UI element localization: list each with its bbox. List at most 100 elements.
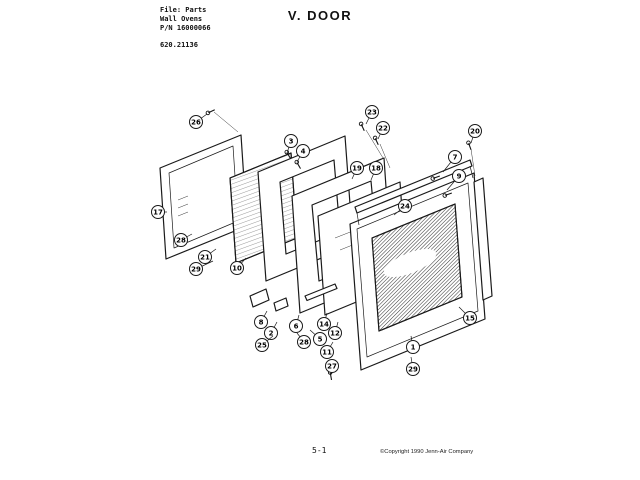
callout-circle	[350, 161, 364, 175]
screw-icon	[466, 140, 472, 151]
hinge-rod	[304, 283, 338, 302]
part-callout-18: 18	[369, 161, 383, 181]
handle-mount-left	[356, 212, 360, 226]
part-callout-29: 29	[189, 260, 214, 276]
callout-circle	[254, 315, 268, 329]
screw-icon	[205, 109, 215, 116]
door-handle	[354, 159, 474, 226]
callout-number: 2	[269, 330, 274, 338]
screw-icon	[284, 149, 291, 159]
callout-number: 4	[301, 148, 306, 156]
callout-number: 9	[457, 173, 462, 181]
part-callout-17: 17	[151, 205, 167, 219]
callout-circle	[317, 317, 331, 331]
callout-circle	[296, 144, 310, 158]
screw-icon	[294, 159, 301, 169]
front-door-inner-frame	[356, 182, 479, 358]
part-callout-5: 5	[309, 329, 327, 346]
part-callout-26: 26	[189, 113, 208, 129]
door-handle-bar	[354, 159, 473, 214]
file-info-line-3: P/N 16000066	[160, 24, 211, 33]
callout-number: 19	[352, 165, 362, 173]
file-info-line-2: Wall Ovens	[160, 15, 203, 24]
side-trim-strip	[473, 177, 493, 301]
callout-circle	[289, 319, 303, 333]
screw-icon	[372, 135, 379, 145]
panel-outer-back-vents	[177, 195, 189, 217]
part-callout-14: 14	[317, 312, 331, 331]
assembly-lines	[213, 111, 476, 177]
callout-number: 28	[176, 237, 186, 245]
callout-number: 28	[299, 339, 309, 347]
screw-icon	[430, 175, 441, 181]
callout-circle	[406, 362, 420, 376]
callout-circle	[189, 262, 203, 276]
page-number: 5-1	[312, 446, 327, 455]
callout-circle	[320, 345, 334, 359]
callout-number: 20	[470, 128, 480, 136]
callout-circle	[369, 161, 383, 175]
hinge-hardware	[249, 283, 338, 312]
part-callout-8: 8	[254, 310, 268, 329]
part-callout-27: 27	[325, 359, 339, 375]
callout-circle	[189, 115, 203, 129]
callout-number: 18	[371, 165, 381, 173]
callout-number: 10	[232, 265, 242, 273]
callout-number: 5	[318, 336, 323, 344]
part-callout-4: 4	[296, 144, 310, 163]
callout-circle	[376, 121, 390, 135]
part-callout-11: 11	[320, 341, 334, 359]
part-callout-3: 3	[284, 134, 298, 154]
hinge-bracket-a	[249, 288, 270, 308]
callout-circle	[468, 124, 482, 138]
copyright-notice: ©Copyright 1990 Jenn-Air Company	[380, 449, 474, 455]
callout-number: 27	[327, 363, 337, 371]
part-callout-28: 28	[296, 332, 311, 349]
part-callout-15: 15	[458, 306, 477, 325]
callout-number: 29	[191, 266, 201, 274]
callout-number: 11	[322, 349, 332, 357]
part-callout-19: 19	[350, 161, 364, 180]
part-callout-9: 9	[446, 169, 466, 191]
part-callout-2: 2	[264, 321, 278, 340]
side-trim-outline	[473, 177, 493, 301]
part-callout-12: 12	[328, 321, 342, 340]
callout-number: 29	[408, 366, 418, 374]
callout-circle	[313, 332, 327, 346]
callout-circle	[325, 359, 339, 373]
part-callout-25: 25	[255, 335, 274, 352]
callout-circle	[448, 150, 462, 164]
part-callout-24: 24	[393, 199, 412, 216]
file-info-line-1: File: Parts	[160, 6, 207, 14]
callout-number: 25	[257, 342, 267, 350]
file-info-block: File: Parts Wall Ovens P/N 16000066	[160, 6, 211, 33]
part-callout-21: 21	[198, 248, 217, 264]
callout-circle	[198, 250, 212, 264]
callout-circle	[463, 311, 477, 325]
callout-circle	[284, 134, 298, 148]
screw-icon	[358, 121, 365, 131]
callout-circle	[452, 169, 466, 183]
part-callout-22: 22	[376, 121, 390, 140]
callout-number: 21	[200, 254, 210, 262]
callout-circle	[230, 261, 244, 275]
window-highlight	[383, 249, 437, 277]
part-callout-7: 7	[442, 150, 462, 173]
callout-number: 26	[191, 119, 201, 127]
callout-number: 24	[400, 203, 410, 211]
handle-mount-right	[469, 165, 474, 179]
callout-number: 12	[330, 330, 340, 338]
callout-number: 14	[319, 321, 329, 329]
callout-number: 3	[289, 138, 294, 146]
panel-front-door	[349, 172, 486, 371]
part-callout-10: 10	[230, 257, 247, 275]
callout-circle	[328, 326, 342, 340]
callout-number: 1	[411, 344, 416, 352]
callout-circle	[151, 205, 165, 219]
part-callout-20: 20	[468, 124, 482, 144]
part-callout-28: 28	[174, 233, 193, 247]
callout-number: 22	[378, 125, 388, 133]
callout-number: 8	[259, 319, 264, 327]
